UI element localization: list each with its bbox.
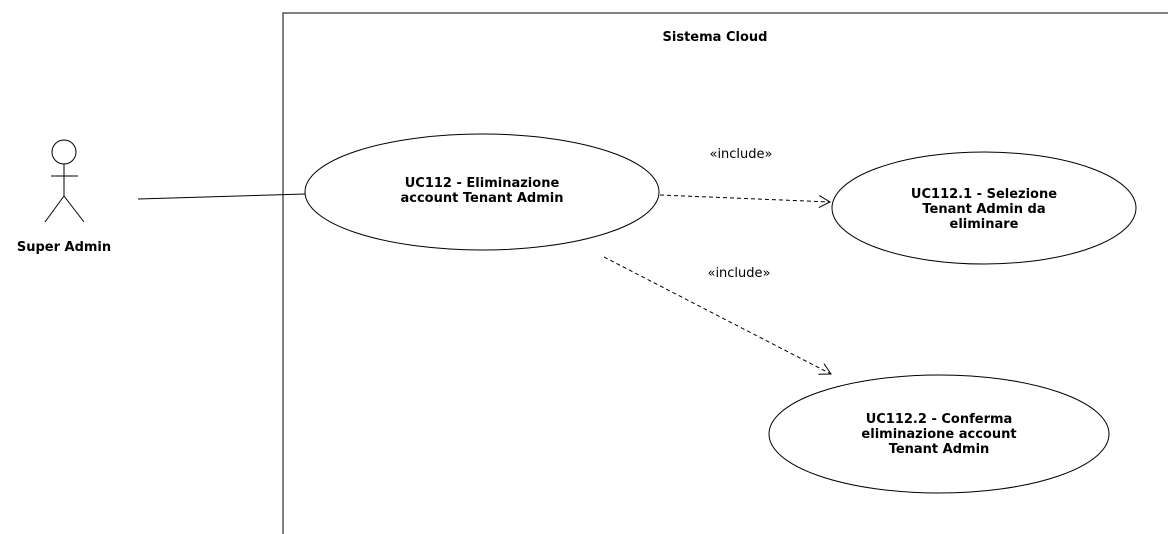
system-title: Sistema Cloud	[662, 30, 768, 45]
use-case-select-label: UC112.1 - Selezione Tenant Admin da elim…	[864, 176, 1104, 242]
use-case-main-line-1: UC112 - Eliminazione	[404, 176, 560, 191]
include-label-select: «include»	[709, 147, 773, 162]
actor-name: Super Admin	[16, 240, 112, 255]
include-arrow-confirm	[603, 256, 832, 375]
system-boundary	[282, 12, 1168, 534]
use-case-select-line-1: UC112.1 - Selezione	[910, 186, 1058, 202]
include-arrow-select	[659, 194, 832, 208]
include-label-confirm: «include»	[707, 266, 771, 281]
use-case-main-ellipse[interactable]	[304, 133, 660, 251]
actor-icon	[44, 139, 85, 223]
use-case-confirm-line-2: eliminazione account	[861, 426, 1017, 442]
association-line	[137, 193, 306, 200]
use-case-confirm-label: UC112.2 - Conferma eliminazione account …	[809, 401, 1069, 467]
use-case-select-ellipse[interactable]	[831, 151, 1137, 265]
use-case-confirm-line-1: UC112.2 - Conferma	[865, 411, 1013, 427]
use-case-confirm-ellipse[interactable]	[768, 374, 1110, 494]
use-case-select-line-3: eliminare	[949, 216, 1019, 232]
use-case-select-line-2: Tenant Admin da	[922, 201, 1046, 217]
use-case-main-label: UC112 - Eliminazione account Tenant Admi…	[340, 160, 624, 222]
use-case-confirm-line-3: Tenant Admin	[888, 441, 990, 457]
use-case-main-line-2: account Tenant Admin	[400, 191, 564, 206]
